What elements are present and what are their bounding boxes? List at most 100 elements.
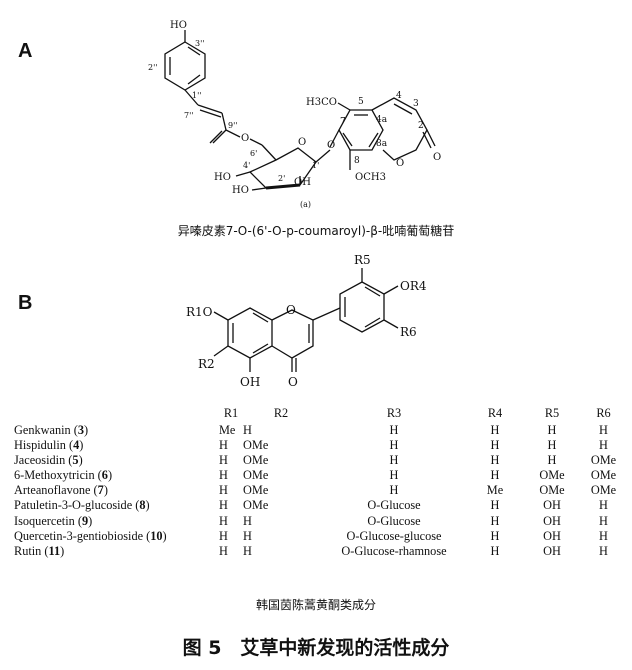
atom-6p: 6': [250, 149, 257, 158]
compound-name-text: Patuletin-3-O-glucoside: [14, 498, 133, 513]
compound-name: Genkwanin (3): [14, 423, 89, 437]
compound-name: Hispidulin (4): [14, 438, 84, 453]
cell-r5: OH: [543, 498, 561, 513]
cell-r2: OMe: [243, 468, 269, 483]
atom-7pp: 7'': [184, 111, 194, 120]
atom-or4: OR4: [400, 279, 427, 293]
cell-r4: H: [490, 498, 500, 513]
cell-r1: H: [219, 438, 228, 453]
compound-name-text: Hispidulin: [14, 438, 66, 453]
compound-number: 6: [101, 468, 108, 483]
cell-r2: OMe: [243, 483, 269, 498]
atom-2pp: 2'': [148, 63, 158, 72]
atom-ho-bottom: HO: [232, 185, 249, 196]
compound-number: 4: [73, 438, 80, 453]
header-r3: R3: [386, 406, 402, 420]
flavone-core-structure: R5 OR4 R1O O R6 R2 OH O: [186, 253, 427, 389]
atom-3pp: 3'': [195, 39, 205, 48]
atom-n8a: 8a: [376, 139, 388, 149]
compound-number: 3: [77, 423, 85, 437]
structure-tag: (a): [300, 200, 311, 209]
atom-2p: 2': [278, 174, 285, 183]
table-row: Patuletin-3-O-glucoside (8) H OMe O-Glucose…: [14, 498, 624, 513]
atom-carbonyl-o: O: [433, 152, 441, 163]
compound-name-text: Genkwanin: [14, 423, 71, 437]
compound-name: Quercetin-3-gentiobioside (10): [14, 528, 167, 543]
cell-r1: H: [219, 483, 228, 498]
compound-name-text: Isoquercetin: [14, 513, 75, 528]
cell-r4: H: [490, 543, 500, 558]
coumarin-glucoside-structure: HO 3'' 2'' 1'' 7'' 9'' O 6' O 1' 4' HO H…: [148, 20, 441, 209]
compound-number: 11: [48, 543, 61, 558]
compound-number: 8: [139, 498, 146, 513]
compound-number: 10: [150, 528, 163, 543]
compound-name: Arteanoflavone (7): [14, 483, 108, 498]
header-r6: R6: [596, 406, 611, 420]
atom-r6: R6: [400, 325, 417, 339]
atom-ring-o: O: [298, 137, 306, 148]
atom-n5: 5: [358, 97, 364, 107]
cell-r1: H: [219, 468, 228, 483]
cell-r6: OMe: [590, 468, 617, 483]
compound-name: Jaceosidin (5): [14, 453, 83, 468]
cell-r5: H: [547, 423, 557, 437]
cell-r3: O-Glucose: [367, 498, 421, 513]
figure-caption: 图 5 艾草中新发现的活性成分: [182, 637, 450, 659]
atom-n8: 8: [354, 156, 360, 166]
cell-r2: OMe: [243, 438, 269, 453]
cell-r4: H: [490, 438, 500, 453]
cell-r5: OH: [543, 543, 561, 558]
cell-r2: H: [243, 423, 252, 437]
compound-name: 6-Methoxytricin (6): [14, 468, 113, 483]
atom-n4a: 4a: [376, 115, 388, 125]
atom-n3: 3: [413, 99, 419, 109]
cell-r5: OH: [543, 513, 561, 528]
atom-link-o: O: [327, 140, 335, 151]
cell-r2: H: [243, 543, 252, 558]
atom-lactone-o: O: [396, 158, 404, 169]
cell-r1: H: [219, 513, 228, 528]
atom-oh-right: OH: [294, 177, 311, 188]
atom-oh: OH: [240, 375, 260, 389]
cell-r6: H: [599, 528, 608, 543]
cell-r6: OMe: [590, 483, 617, 498]
cell-r1: H: [219, 543, 228, 558]
atom-1p: 1': [312, 161, 319, 170]
compound-name: Rutin (11): [14, 543, 65, 558]
cell-r4: H: [490, 453, 500, 468]
cell-r1: H: [219, 528, 228, 543]
cell-r3: O-Glucose-rhamnose: [341, 543, 447, 558]
compound-name: Patuletin-3-O-glucoside (8): [14, 498, 150, 513]
cell-r2: H: [243, 513, 252, 528]
cell-r2: OMe: [243, 498, 269, 513]
cell-r1: H: [219, 498, 228, 513]
atom-4p: 4': [243, 161, 250, 170]
cell-r5: OMe: [539, 468, 565, 483]
cell-r6: H: [599, 438, 608, 453]
compound-number: 7: [97, 483, 104, 498]
atom-h3co: H3CO: [306, 97, 337, 108]
cell-r4: Me: [486, 483, 504, 498]
compound-number: 5: [72, 453, 79, 468]
cell-r3: H: [389, 468, 399, 483]
cell-r3: O-Glucose-glucose: [346, 528, 442, 543]
header-r4: R4: [487, 406, 503, 420]
cell-r6: H: [599, 498, 608, 513]
atom-ring-o: O: [286, 303, 296, 317]
cell-r4: H: [490, 423, 500, 437]
cell-r2: H: [243, 528, 252, 543]
cell-r2: OMe: [243, 453, 269, 468]
atom-keto-o: O: [288, 375, 298, 389]
atom-n7: 7: [340, 117, 346, 127]
cell-r3: O-Glucose: [367, 513, 421, 528]
cell-r6: H: [599, 513, 608, 528]
cell-r3: H: [389, 423, 399, 437]
header-r1: R1: [223, 406, 239, 420]
cell-r6: H: [599, 543, 608, 558]
